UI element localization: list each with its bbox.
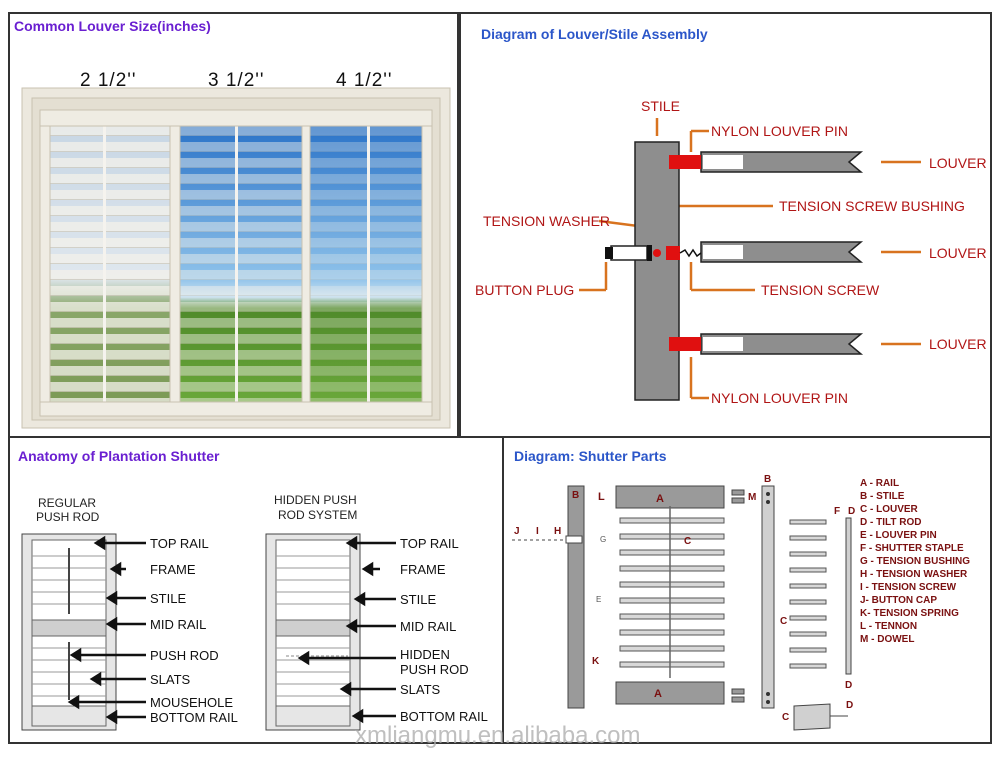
anatomy-left-mid-rail: MID RAIL — [150, 617, 206, 632]
shutter-parts-title: Diagram: Shutter Parts — [514, 448, 667, 464]
legend-a: A - RAIL — [860, 478, 899, 489]
label-nylon-pin-bottom: NYLON LOUVER PIN — [711, 390, 848, 406]
legend-m: M - DOWEL — [860, 634, 914, 645]
louver-size-panel: Common Louver Size(inches) 2 1/2'' 3 1/2… — [8, 12, 459, 438]
anatomy-right-frame: FRAME — [400, 562, 446, 577]
part-letter-c-main: C — [684, 536, 691, 547]
assembly-diagram: STILE NYLON LOUVER PIN LOUVER TENSION SC… — [475, 98, 987, 406]
anatomy-right-stile: STILE — [400, 592, 436, 607]
label-louver-2: LOUVER — [929, 245, 987, 261]
legend-e: E - LOUVER PIN — [860, 530, 937, 541]
anatomy-right-slats: SLATS — [400, 682, 441, 697]
label-stile: STILE — [641, 98, 680, 114]
legend-c: C - LOUVER — [860, 504, 919, 515]
part-letter-k: K — [592, 656, 600, 667]
part-letter-i: I — [536, 526, 539, 537]
part-letter-d-top: D — [848, 506, 855, 517]
part-letter-d-detail: D — [846, 700, 853, 711]
hidden-title-1: HIDDEN PUSH — [274, 493, 357, 507]
anatomy-left-stile: STILE — [150, 591, 186, 606]
shutter-parts-diagram: B A A L M C B C — [512, 474, 970, 731]
label-tension-washer: TENSION WASHER — [483, 213, 610, 229]
legend-i: I - TENSION SCREW — [860, 582, 957, 593]
label-nylon-pin-top: NYLON LOUVER PIN — [711, 123, 848, 139]
part-letter-c-detail: C — [782, 712, 789, 723]
anatomy-right-top-rail: TOP RAIL — [400, 536, 459, 551]
size-label-4-5: 4 1/2'' — [336, 70, 393, 91]
anatomy-left-mousehole: MOUSEHOLE — [150, 695, 233, 710]
size-label-2-5: 2 1/2'' — [80, 70, 137, 91]
legend-j: J- BUTTON CAP — [860, 595, 937, 606]
louver-size-title: Common Louver Size(inches) — [14, 18, 211, 34]
label-louver-1: LOUVER — [929, 155, 987, 171]
legend-b: B - STILE — [860, 491, 905, 502]
legend-k: K- TENSION SPRING — [860, 608, 959, 619]
legend-d: D - TILT ROD — [860, 517, 921, 528]
anatomy-diagram: REGULAR PUSH ROD HIDDEN PUSH ROD SYSTEM — [21, 493, 488, 731]
part-letter-a-top: A — [656, 493, 664, 505]
anatomy-left-slats: SLATS — [150, 672, 191, 687]
shutter-window-photo — [21, 87, 451, 429]
part-letter-e: E — [596, 595, 601, 604]
assembly-diagram-panel: Diagram of Louver/Stile Assembly — [459, 12, 992, 438]
part-letter-c-mid: C — [780, 616, 787, 627]
hidden-title-2: ROD SYSTEM — [278, 508, 357, 522]
label-button-plug: BUTTON PLUG — [475, 282, 574, 298]
anatomy-left-push-rod: PUSH ROD — [150, 648, 219, 663]
part-letter-b-right: B — [764, 474, 771, 485]
part-letter-h: H — [554, 526, 561, 537]
part-letter-l: L — [598, 491, 605, 503]
regular-title-2: PUSH ROD — [36, 510, 100, 524]
anatomy-left-top-rail: TOP RAIL — [150, 536, 209, 551]
part-letter-m: M — [748, 492, 756, 503]
part-letter-a-bottom: A — [654, 688, 662, 700]
anatomy-right-hidden: HIDDEN — [400, 647, 450, 662]
part-letter-b-left: B — [572, 490, 579, 501]
anatomy-right-bottom-rail: BOTTOM RAIL — [400, 709, 488, 724]
watermark: xmliangmu.en.alibaba.com — [355, 722, 641, 749]
part-letter-d-bottom: D — [845, 680, 852, 691]
legend-g: G - TENSION BUSHING — [860, 556, 970, 567]
part-letter-j: J — [514, 526, 520, 537]
shutter-parts-panel: Diagram: Shutter Parts B A A L M C B — [502, 438, 992, 744]
label-tension-bushing: TENSION SCREW BUSHING — [779, 198, 965, 214]
regular-title-1: REGULAR — [38, 496, 96, 510]
anatomy-title: Anatomy of Plantation Shutter — [18, 448, 220, 464]
anatomy-left-frame: FRAME — [150, 562, 196, 577]
legend-l: L - TENNON — [860, 621, 917, 632]
legend-f: F - SHUTTER STAPLE — [860, 543, 964, 554]
anatomy-left-bottom-rail: BOTTOM RAIL — [150, 710, 238, 725]
part-letter-g: G — [600, 535, 606, 544]
label-tension-screw: TENSION SCREW — [761, 282, 880, 298]
anatomy-right-mid-rail: MID RAIL — [400, 619, 456, 634]
label-louver-3: LOUVER — [929, 336, 987, 352]
legend-h: H - TENSION WASHER — [860, 569, 968, 580]
size-label-3-5: 3 1/2'' — [208, 70, 265, 91]
assembly-diagram-title: Diagram of Louver/Stile Assembly — [481, 26, 708, 42]
anatomy-panel: Anatomy of Plantation Shutter REGULAR PU… — [8, 438, 504, 744]
anatomy-right-push-rod: PUSH ROD — [400, 662, 469, 677]
part-letter-f: F — [834, 506, 840, 517]
